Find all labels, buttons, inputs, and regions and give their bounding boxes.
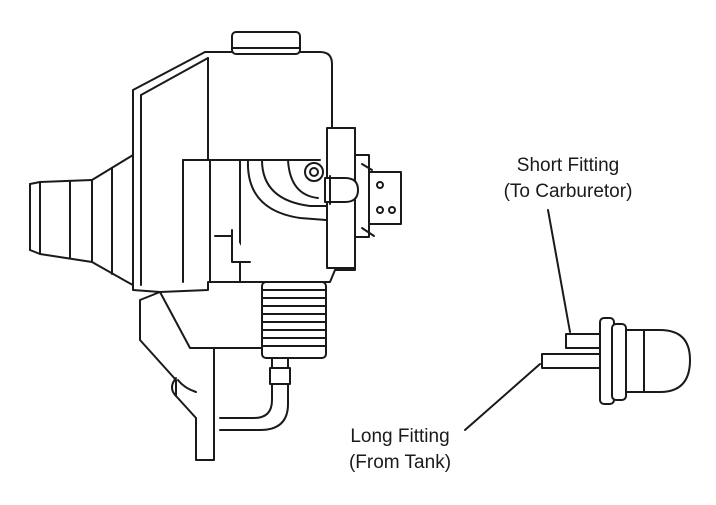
engine-assembly: [29, 31, 402, 461]
nose-cone: [29, 151, 139, 289]
fuel-hose: [219, 357, 291, 431]
long-fitting: [541, 353, 605, 369]
primer-bulb-detail: [541, 317, 691, 405]
filler-cap: [231, 31, 301, 55]
short-fitting-leader: [547, 209, 571, 333]
short-fitting: [565, 333, 605, 349]
short-fitting-label-line1: Short Fitting: [516, 155, 620, 176]
engine-housing: [132, 51, 356, 293]
long-fitting-label-line1: Long Fitting: [350, 426, 450, 447]
cylinder-fins: [261, 281, 327, 359]
lower-bracket: [139, 291, 263, 461]
carburetor: [214, 127, 402, 269]
long-fitting-label: Long Fitting (From Tank): [300, 424, 500, 476]
short-fitting-label-line2: (To Carburetor): [503, 181, 633, 202]
long-fitting-label-line2: (From Tank): [348, 452, 452, 473]
long-fitting-leader: [464, 363, 541, 431]
leader-lines: [464, 209, 571, 431]
short-fitting-label: Short Fitting (To Carburetor): [468, 153, 668, 205]
